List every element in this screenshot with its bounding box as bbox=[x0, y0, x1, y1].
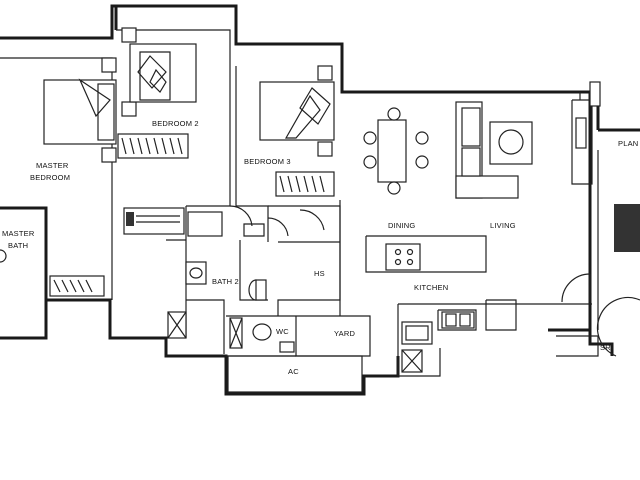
ac-ledge bbox=[227, 355, 363, 393]
exterior-walls bbox=[0, 4, 640, 396]
kitchen-label: KITCHEN bbox=[414, 283, 448, 292]
ac-label: AC bbox=[288, 367, 299, 376]
bedroom-3-label: BEDROOM 3 bbox=[244, 157, 291, 166]
sr-label: SR bbox=[600, 343, 611, 352]
wc-label: WC bbox=[276, 327, 289, 336]
bedroom-3-bed bbox=[259, 81, 335, 141]
bedroom-3-wardrobe bbox=[275, 171, 335, 197]
bedroom-2-bed bbox=[129, 43, 197, 103]
dining-label: DINING bbox=[388, 221, 415, 230]
bedroom-2-label: BEDROOM 2 bbox=[152, 119, 199, 128]
bath-2-label: BATH 2 bbox=[212, 277, 239, 286]
master-bath-label-1: MASTER bbox=[2, 229, 35, 238]
master-bath-fixtures bbox=[0, 249, 7, 263]
planter-label: PLAN bbox=[618, 139, 638, 148]
door-swings bbox=[229, 205, 640, 357]
kitchen-sink bbox=[401, 311, 475, 373]
bath-2-fixtures bbox=[167, 223, 267, 339]
hs-label: HS bbox=[314, 269, 325, 278]
living-label: LIVING bbox=[490, 221, 516, 230]
wc-fixtures bbox=[229, 317, 295, 353]
yard-label: YARD bbox=[334, 329, 355, 338]
kitchen-counter bbox=[385, 243, 421, 271]
master-bedroom-label-2: BEDROOM bbox=[30, 173, 70, 182]
right-wall-unit bbox=[575, 117, 640, 252]
structural-columns bbox=[101, 27, 601, 163]
study-shelf bbox=[123, 207, 223, 237]
dining-table bbox=[363, 107, 429, 195]
master-bath-label-2: BATH bbox=[8, 241, 28, 250]
master-wardrobe bbox=[49, 275, 105, 297]
living-sofa bbox=[455, 101, 533, 199]
bedroom-2-wardrobe bbox=[117, 133, 189, 159]
master-bed bbox=[43, 78, 117, 145]
master-bedroom-label-1: MASTER bbox=[36, 161, 69, 170]
